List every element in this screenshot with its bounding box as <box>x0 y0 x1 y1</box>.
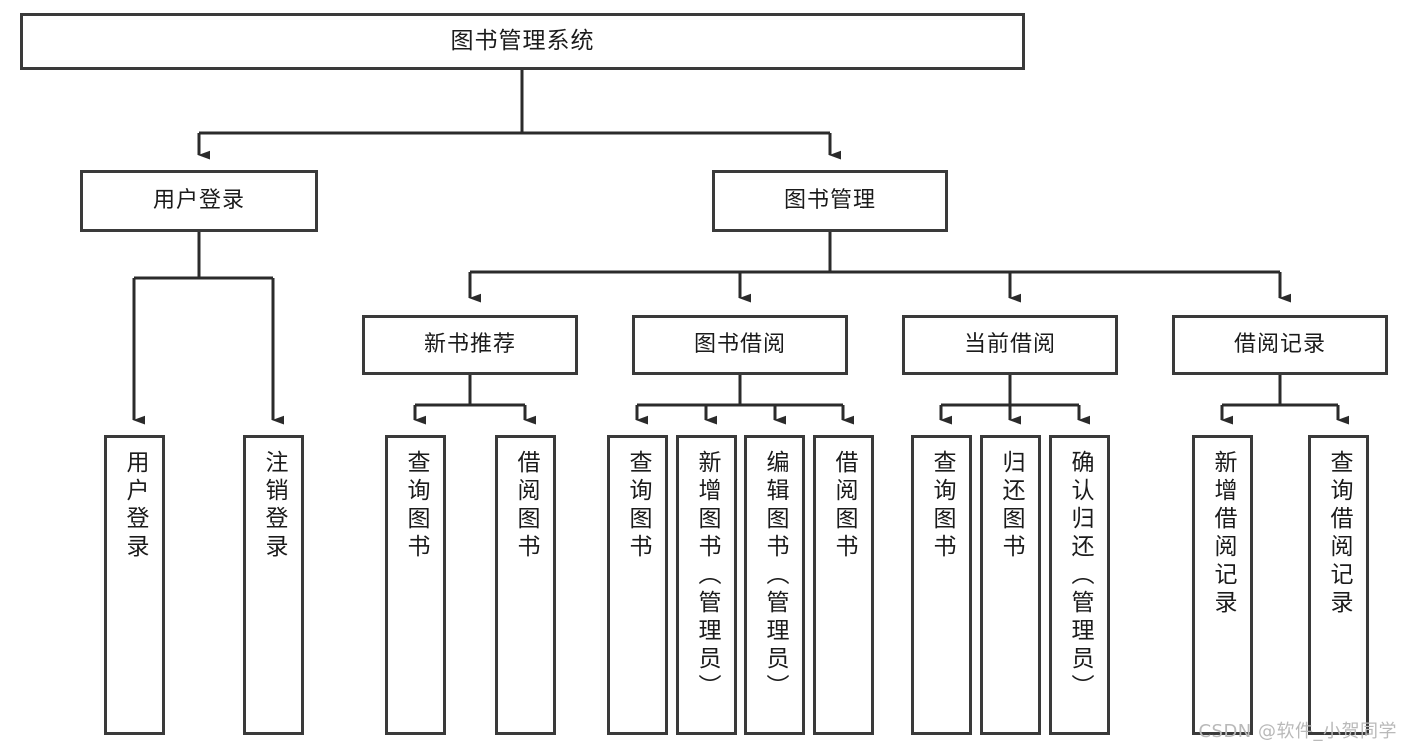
leaf-user-login-logout[interactable]: 注销登录 <box>243 435 304 735</box>
node-root-label: 图书管理系统 <box>450 27 595 54</box>
node-current-borrow[interactable]: 当前借阅 <box>902 315 1118 375</box>
leaf-borrow-edit-book-admin-label: 编辑图书（管理员） <box>762 450 788 702</box>
node-root[interactable]: 图书管理系统 <box>20 13 1025 70</box>
node-new-book-recommend-label: 新书推荐 <box>423 332 516 358</box>
node-user-login-label: 用户登录 <box>152 188 245 214</box>
leaf-recommend-query-book[interactable]: 查询图书 <box>385 435 446 735</box>
node-book-management[interactable]: 图书管理 <box>712 170 948 232</box>
leaf-borrow-add-book-admin[interactable]: 新增图书（管理员） <box>676 435 737 735</box>
leaf-borrow-borrow-book[interactable]: 借阅图书 <box>813 435 874 735</box>
node-user-login[interactable]: 用户登录 <box>80 170 318 232</box>
leaf-record-add-record[interactable]: 新增借阅记录 <box>1192 435 1253 735</box>
leaf-borrow-query-book-label: 查询图书 <box>625 450 651 562</box>
node-book-borrow[interactable]: 图书借阅 <box>632 315 848 375</box>
leaf-user-login-login[interactable]: 用户登录 <box>104 435 165 735</box>
leaf-record-query-record-label: 查询借阅记录 <box>1326 450 1352 618</box>
leaf-recommend-borrow-book-label: 借阅图书 <box>513 450 539 562</box>
leaf-current-return-book-label: 归还图书 <box>998 450 1024 562</box>
leaf-borrow-edit-book-admin[interactable]: 编辑图书（管理员） <box>744 435 805 735</box>
leaf-borrow-query-book[interactable]: 查询图书 <box>607 435 668 735</box>
leaf-current-confirm-return-admin-label: 确认归还（管理员） <box>1067 450 1093 702</box>
node-book-management-label: 图书管理 <box>783 188 876 214</box>
leaf-current-confirm-return-admin[interactable]: 确认归还（管理员） <box>1049 435 1110 735</box>
leaf-record-add-record-label: 新增借阅记录 <box>1210 450 1236 618</box>
leaf-user-login-logout-label: 注销登录 <box>261 450 287 562</box>
leaf-user-login-login-label: 用户登录 <box>122 450 148 562</box>
leaf-current-query-book[interactable]: 查询图书 <box>911 435 972 735</box>
leaf-record-query-record[interactable]: 查询借阅记录 <box>1308 435 1369 735</box>
leaf-recommend-borrow-book[interactable]: 借阅图书 <box>495 435 556 735</box>
leaf-recommend-query-book-label: 查询图书 <box>403 450 429 562</box>
leaf-current-return-book[interactable]: 归还图书 <box>980 435 1041 735</box>
node-current-borrow-label: 当前借阅 <box>963 332 1056 358</box>
node-borrow-record[interactable]: 借阅记录 <box>1172 315 1388 375</box>
watermark: CSDN @软件_小贺同学 <box>1198 721 1397 742</box>
node-new-book-recommend[interactable]: 新书推荐 <box>362 315 578 375</box>
node-book-borrow-label: 图书借阅 <box>693 332 786 358</box>
node-borrow-record-label: 借阅记录 <box>1233 332 1326 358</box>
leaf-borrow-borrow-book-label: 借阅图书 <box>831 450 857 562</box>
leaf-current-query-book-label: 查询图书 <box>929 450 955 562</box>
leaf-borrow-add-book-admin-label: 新增图书（管理员） <box>694 450 720 702</box>
